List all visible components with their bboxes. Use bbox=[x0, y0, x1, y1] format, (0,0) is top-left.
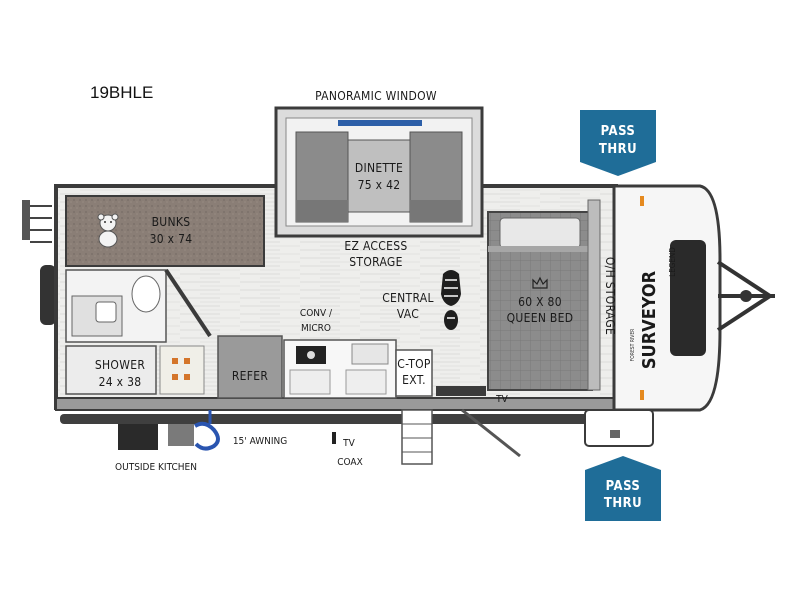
panoramic-window-label: PANORAMIC WINDOW bbox=[315, 89, 437, 103]
oh-storage-label: O/H STORAGE bbox=[603, 257, 617, 335]
dinette-size: 75 x 42 bbox=[358, 178, 401, 192]
kitchen-counter bbox=[283, 339, 397, 399]
brand-logo-small: FOREST RIVER bbox=[630, 329, 636, 362]
hitch-tongue bbox=[716, 260, 775, 332]
refrigerator bbox=[217, 335, 283, 399]
conv-micro-line1: CONV / bbox=[300, 308, 333, 319]
entry-steps bbox=[401, 386, 521, 465]
brand-logo-sub: LEGEND bbox=[668, 247, 677, 277]
bunks-title: BUNKS bbox=[152, 215, 191, 229]
tv-label: TV bbox=[495, 394, 508, 405]
tv-coax-line1: TV bbox=[342, 438, 355, 449]
ez-access-line1: EZ ACCESS bbox=[344, 239, 407, 253]
shower-size: 24 x 38 bbox=[99, 375, 142, 389]
model-number: 19BHLE bbox=[90, 83, 153, 102]
shower-title: SHOWER bbox=[95, 358, 145, 372]
pass-thru-top-line1: PASS bbox=[601, 124, 636, 139]
brand-logo: SURVEYOR bbox=[639, 270, 660, 369]
outside-kitchen-label: OUTSIDE KITCHEN bbox=[115, 462, 197, 473]
central-vac-line1: CENTRAL bbox=[382, 291, 434, 305]
rear-ladder bbox=[22, 200, 52, 243]
dinette-title: DINETTE bbox=[355, 161, 403, 175]
spare-tire bbox=[40, 265, 56, 325]
pass-thru-top-marker: PASS THRU bbox=[580, 110, 656, 176]
teddy-bear-icon bbox=[97, 213, 119, 248]
footprint-icon bbox=[441, 270, 461, 330]
queen-bed: 60 X 80 QUEEN BED bbox=[487, 199, 601, 391]
coax-connector bbox=[332, 432, 336, 444]
pass-thru-bottom-line2: THRU bbox=[604, 496, 642, 511]
bed-size: 60 X 80 bbox=[518, 295, 562, 309]
dinette-slideout: DINETTE 75 x 42 bbox=[274, 106, 484, 238]
awning-label: 15' AWNING bbox=[233, 436, 287, 447]
ctop-line2: EXT. bbox=[402, 373, 426, 387]
crown-icon bbox=[532, 276, 548, 289]
conv-micro-line2: MICRO bbox=[301, 323, 331, 334]
bunks-area: BUNKS 30 x 74 bbox=[65, 195, 265, 267]
pass-thru-bottom-line1: PASS bbox=[606, 479, 641, 494]
bed-title: QUEEN BED bbox=[507, 311, 574, 325]
pass-thru-bottom-marker: PASS THRU bbox=[585, 456, 661, 521]
central-vac-line2: VAC bbox=[397, 307, 419, 321]
tv-coax-line2: COAX bbox=[337, 457, 363, 468]
front-cap: SURVEYOR LEGEND FOREST RIVER bbox=[612, 184, 722, 412]
ez-access-line2: STORAGE bbox=[349, 255, 402, 269]
outside-kitchen bbox=[118, 410, 220, 451]
pass-thru-top-line2: THRU bbox=[599, 142, 637, 157]
awning-bar bbox=[60, 414, 600, 424]
bunks-size: 30 x 74 bbox=[150, 232, 193, 246]
refer-label: REFER bbox=[232, 369, 269, 383]
bathroom: SHOWER 24 x 38 bbox=[65, 268, 212, 395]
ctop-line1: C-TOP bbox=[397, 357, 431, 371]
